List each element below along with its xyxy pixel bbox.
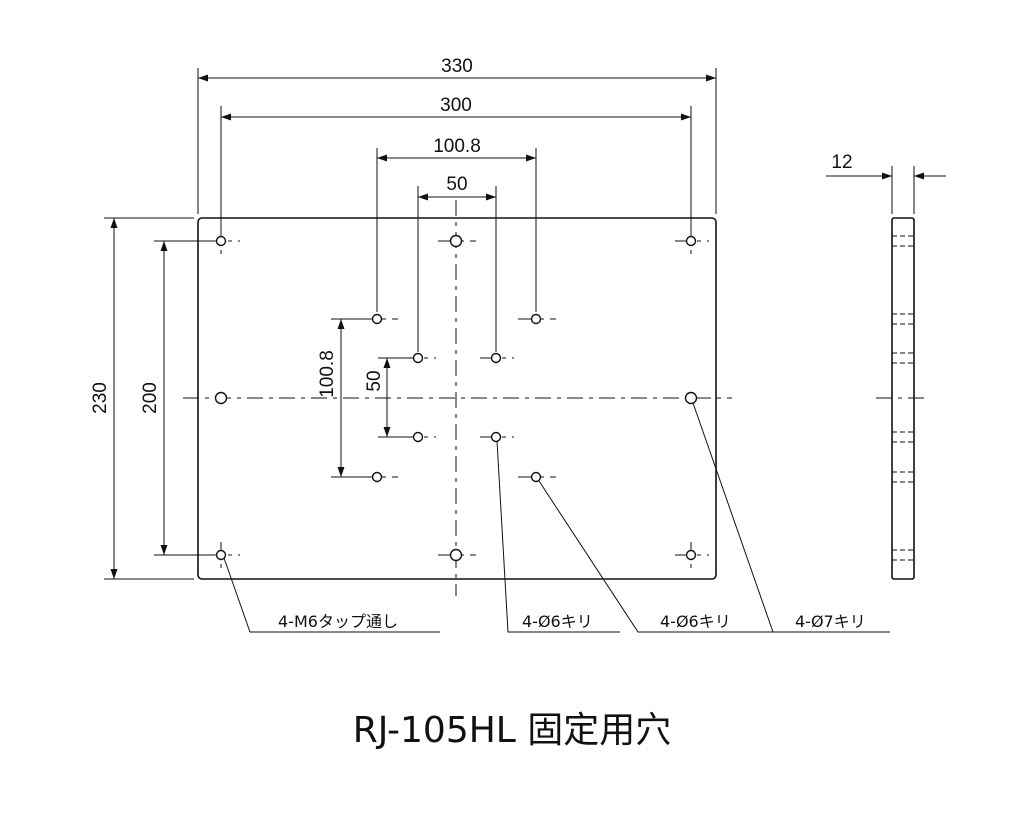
d6-outer-holes [371, 313, 542, 483]
side-view: 12 [826, 152, 946, 580]
m6-hole [685, 549, 697, 561]
callout-d7: 4-Ø7キリ [692, 402, 890, 633]
dimension-12-label: 12 [831, 152, 852, 173]
dimension-230-label: 230 [90, 382, 111, 414]
dimension-50-h-label: 50 [446, 174, 467, 195]
dimension-300: 300 [220, 95, 692, 234]
dimension-100-8-v-label: 100.8 [317, 350, 338, 398]
callout-d6-outer-label: 4-Ø6キリ [660, 612, 731, 631]
drawing-title: RJ-105HL 固定用穴 [353, 710, 672, 751]
d6-hole [530, 313, 542, 325]
dimension-300-label: 300 [440, 95, 472, 116]
d6-hole [412, 431, 424, 443]
dimension-330: 330 [197, 56, 717, 214]
dimension-330-label: 330 [441, 56, 473, 77]
dimension-100-8-horizontal: 100.8 [376, 136, 537, 312]
m6-hole [215, 549, 227, 561]
d6-hole [371, 471, 383, 483]
dimension-100-8-h-label: 100.8 [433, 136, 481, 157]
m6-hole [215, 235, 227, 247]
m6-hole [685, 235, 697, 247]
d6-hole [530, 471, 542, 483]
d6-hole [490, 352, 502, 364]
callout-d6-inner: 4-Ø6キリ [496, 440, 620, 633]
m6-tapped-holes [215, 235, 697, 561]
d6-hole [490, 431, 502, 443]
d7-hole [449, 548, 463, 562]
callout-d6-inner-label: 4-Ø6キリ [522, 612, 593, 631]
callout-d7-label: 4-Ø7キリ [795, 612, 866, 631]
d6-hole [412, 352, 424, 364]
dimension-200: 200 [140, 240, 214, 556]
dimension-230: 230 [90, 217, 194, 580]
d6-hole [371, 313, 383, 325]
callout-d6-outer: 4-Ø6キリ [538, 480, 773, 633]
d6-inner-holes [412, 352, 502, 443]
callout-m6-tapped: 4-M6タップ通し [223, 557, 440, 633]
d7-hole [214, 391, 228, 405]
dimension-200-label: 200 [140, 382, 161, 414]
callout-m6-tapped-label: 4-M6タップ通し [278, 612, 398, 631]
dimension-50-v-label: 50 [364, 370, 385, 391]
dimension-50-horizontal: 50 [417, 174, 497, 352]
dimension-50-vertical: 50 [364, 357, 411, 438]
d7-hole [684, 391, 698, 405]
d7-drill-holes [214, 234, 698, 562]
d7-hole [449, 234, 463, 248]
dimension-100-8-vertical: 100.8 [317, 318, 370, 478]
